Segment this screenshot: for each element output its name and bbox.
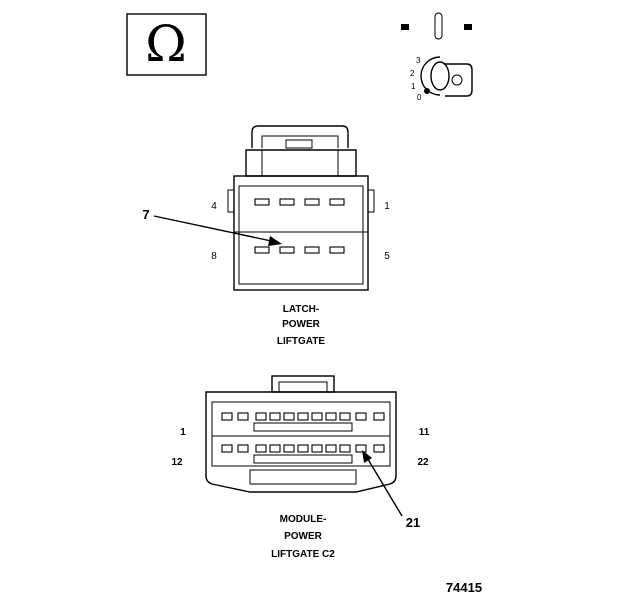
pin-label-1: 1 bbox=[180, 427, 186, 438]
figure-number: 74415 bbox=[446, 580, 482, 595]
omega-symbol-box: Ω bbox=[126, 13, 207, 76]
pin-label-12: 12 bbox=[171, 457, 183, 468]
key-position-2: 2 bbox=[410, 69, 415, 78]
module-connector: 1 11 12 22 21 MODULE- POWER LIFTGATE C2 bbox=[171, 375, 430, 560]
module-connector-name-line-2: POWER bbox=[284, 531, 323, 542]
latch-connector-name-line-1: LATCH- bbox=[283, 304, 319, 315]
module-cavity-row-2 bbox=[221, 444, 385, 464]
pin-label-1: 1 bbox=[384, 201, 390, 212]
module-connector-name-line-1: MODULE- bbox=[280, 514, 327, 525]
ignition-key-icon: 3 2 1 0 bbox=[401, 12, 473, 102]
latch-connector-name-line-3: LIFTGATE bbox=[277, 336, 325, 347]
omega-icon: Ω bbox=[145, 15, 186, 73]
module-connector-name-line-3: LIFTGATE C2 bbox=[271, 549, 335, 560]
pin-label-11: 11 bbox=[419, 427, 430, 438]
pin-label-5: 5 bbox=[384, 251, 390, 262]
pin-label-22: 22 bbox=[417, 457, 429, 468]
latch-connector-name-line-2: POWER bbox=[282, 319, 321, 330]
module-cavity-row-1 bbox=[221, 412, 385, 432]
pin-label-4: 4 bbox=[211, 201, 217, 212]
key-position-1: 1 bbox=[411, 82, 416, 91]
key-position-3: 3 bbox=[416, 56, 421, 65]
pin-label-8: 8 bbox=[211, 251, 217, 262]
latch-connector: 4 1 8 5 7 LATCH- POWER LIFTGATE bbox=[142, 125, 390, 347]
key-position-0: 0 bbox=[417, 93, 422, 102]
callout-21: 21 bbox=[406, 515, 420, 530]
callout-7: 7 bbox=[142, 207, 149, 222]
